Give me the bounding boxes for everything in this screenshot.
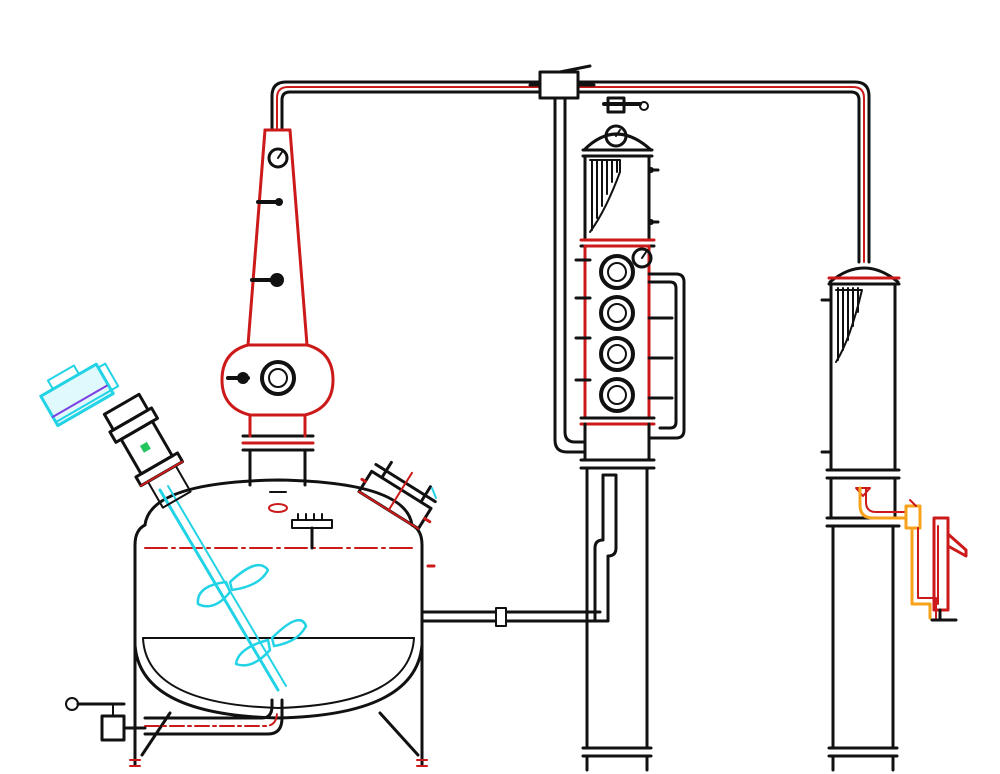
condenser <box>820 266 901 772</box>
helmet <box>220 343 335 487</box>
pot-still-boiler <box>65 473 618 767</box>
column-plate-sight-glasses <box>599 254 635 413</box>
agitator <box>39 362 308 692</box>
rectification-column <box>574 96 686 772</box>
vapor-pipe <box>270 64 871 454</box>
swan-neck <box>246 128 309 347</box>
side-manway <box>357 460 437 531</box>
helmet-sight-glass-icon <box>260 360 296 396</box>
column-gauge-icon <box>631 247 653 269</box>
neck-port-2 <box>250 273 284 287</box>
spirit-safe <box>858 486 968 622</box>
agitator-motor-icon <box>39 362 120 428</box>
neck-port-1 <box>256 198 283 206</box>
neck-gauge-icon <box>267 147 289 169</box>
drain-valve-handle-icon <box>65 697 79 711</box>
